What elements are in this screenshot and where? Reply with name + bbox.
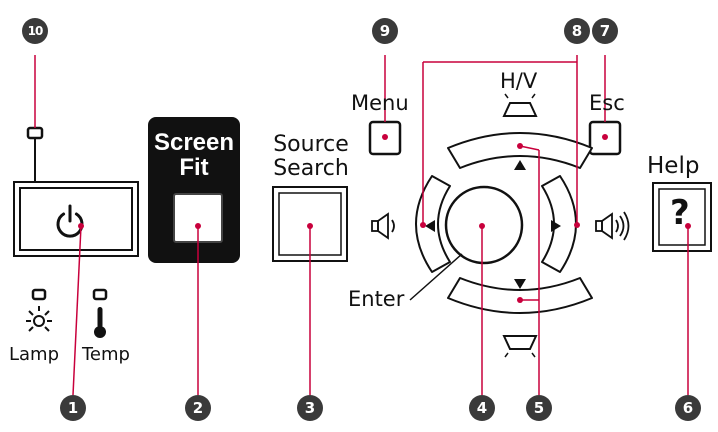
right-arrow-icon: [551, 220, 561, 232]
keystone-up-icon: [502, 93, 538, 117]
temp-led: [92, 288, 108, 301]
source-search-label-line1: Source: [273, 132, 349, 157]
esc-label: Esc: [589, 91, 625, 115]
source-search-label-line2: Search: [273, 156, 349, 181]
lamp-icon: [26, 306, 52, 332]
callout-9: 9: [372, 18, 398, 44]
screen-fit-label: Screen Fit: [150, 129, 238, 182]
volume-up-icon: [595, 211, 630, 241]
screen-fit-label-line1: Screen: [153, 129, 235, 156]
down-arrow-icon: [514, 279, 526, 289]
callout-2: 2: [185, 395, 211, 421]
power-icon: [56, 204, 84, 238]
callout-10: 10: [22, 18, 48, 44]
power-button[interactable]: [13, 181, 139, 257]
callout-7: 7: [592, 18, 618, 44]
callout-8: 8: [564, 18, 590, 44]
enter-leader: [409, 253, 463, 301]
callout-4: 4: [469, 395, 495, 421]
enter-label: Enter: [348, 287, 405, 311]
thermometer-icon: [94, 307, 106, 338]
left-arrow-icon: [425, 220, 435, 232]
temp-label: Temp: [82, 344, 130, 365]
screen-fit-label-line2: Fit: [179, 154, 209, 182]
callout-1: 1: [60, 395, 86, 421]
source-search-label: Source Search: [268, 134, 354, 180]
up-button[interactable]: [447, 132, 593, 169]
callout-3: 3: [297, 395, 323, 421]
keystone-down-icon: [502, 335, 538, 358]
menu-label: Menu: [351, 91, 409, 115]
help-question-icon: ?: [670, 193, 690, 233]
hv-label: H/V: [500, 69, 538, 93]
callout-5: 5: [526, 395, 552, 421]
callout-lines: [34, 55, 689, 396]
right-button[interactable]: [541, 175, 577, 273]
help-label: Help: [647, 153, 700, 179]
callout-dots: [78, 134, 691, 303]
power-indicator-led: [26, 126, 44, 140]
help-button[interactable]: [652, 182, 712, 252]
lamp-label: Lamp: [9, 344, 60, 365]
down-button[interactable]: [447, 277, 593, 314]
up-arrow-icon: [514, 160, 526, 170]
callout-6: 6: [675, 395, 701, 421]
lamp-led: [31, 288, 47, 301]
volume-down-icon: [371, 212, 395, 240]
